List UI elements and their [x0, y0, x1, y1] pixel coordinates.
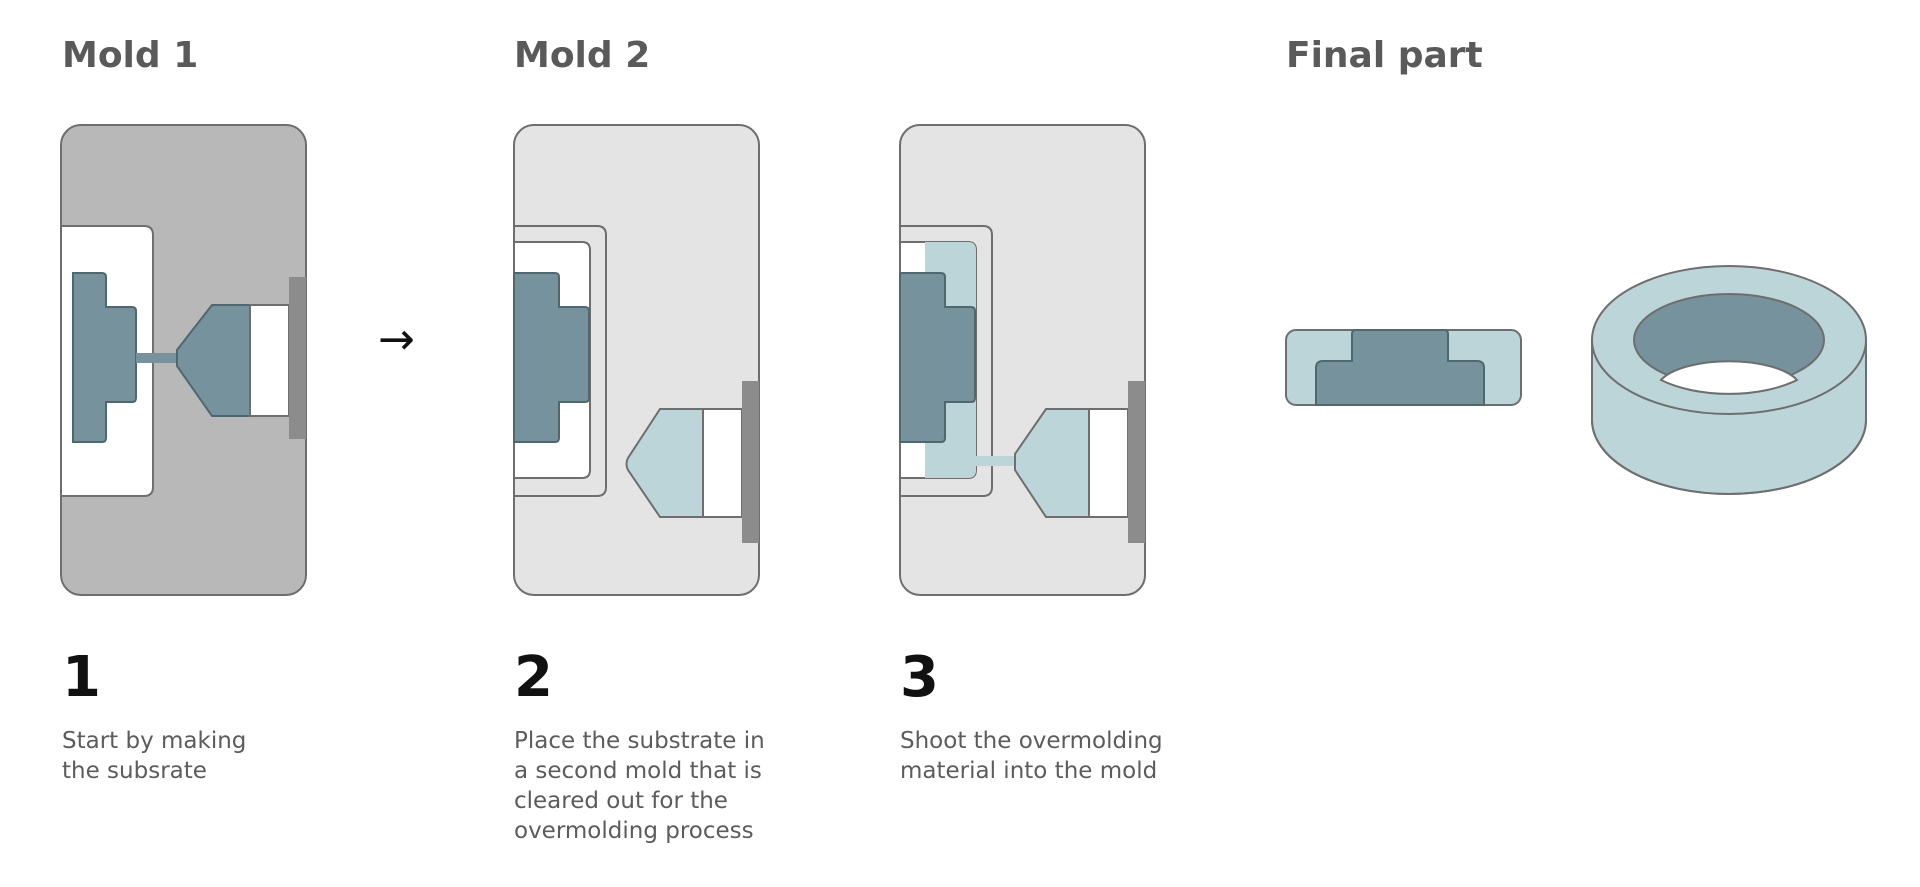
step-1-description: Start by making the subsrate — [62, 728, 247, 784]
heading-mold-1: Mold 1 — [62, 35, 199, 76]
mold-2-illustration — [513, 124, 760, 596]
mold-2-nozzle — [625, 408, 704, 518]
final-part-ring — [1591, 265, 1867, 495]
mold-2-nozzle-barrel — [702, 408, 743, 518]
process-arrow: → — [378, 314, 415, 365]
final-part-cross-section — [1285, 329, 1522, 406]
ring-through-hole — [1659, 360, 1799, 395]
mold-2-plate — [742, 381, 759, 543]
step-3-description: Shoot the overmolding material into the … — [900, 728, 1163, 784]
mold-2-substrate — [513, 272, 590, 443]
heading-final-part: Final part — [1286, 35, 1483, 76]
step-2-number: 2 — [514, 645, 553, 710]
mold-3-substrate — [899, 272, 976, 443]
heading-mold-2: Mold 2 — [514, 35, 651, 76]
mold-1-illustration — [60, 124, 307, 596]
mold-3-nozzle-barrel — [1088, 408, 1129, 518]
mold-1-runner — [136, 353, 178, 363]
mold-3-plate — [1128, 381, 1145, 543]
mold-1-substrate — [72, 272, 137, 443]
mold-3-illustration — [899, 124, 1146, 596]
mold-1-plate — [289, 277, 306, 439]
step-1-number: 1 — [62, 645, 101, 710]
step-3-number: 3 — [900, 645, 939, 710]
cross-section-substrate — [1315, 329, 1485, 406]
mold-1-nozzle-barrel — [249, 304, 290, 417]
mold-3-runner — [976, 456, 1016, 466]
step-2-description: Place the substrate in a second mold tha… — [514, 728, 765, 844]
